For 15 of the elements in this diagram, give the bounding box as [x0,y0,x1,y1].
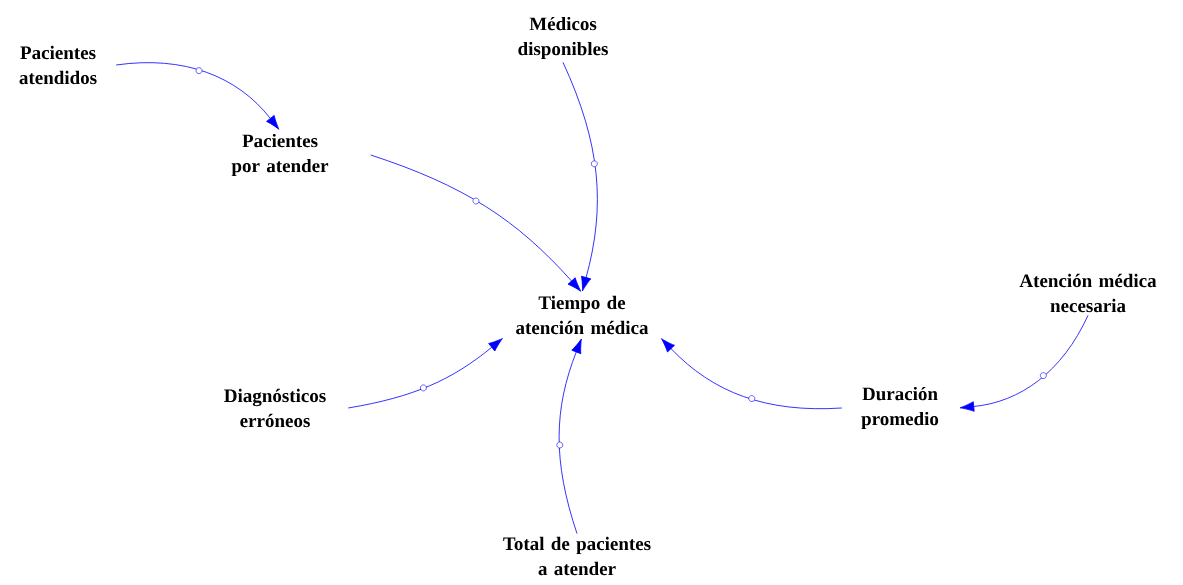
arrow [562,61,598,292]
arrow [661,338,843,410]
variable-label: Pacientes atendidos [19,45,97,85]
arrow [959,315,1089,412]
variable-label: Pacientes por atender [231,133,329,177]
arrow [370,154,582,292]
arrow [347,338,503,409]
variable-label: Duración promedio [861,386,939,430]
arrow [115,62,280,130]
variable-label: Médicos disponibles [518,16,608,60]
arrow [556,338,582,534]
variable-label: Atención médica necesaria [1019,273,1157,313]
variable-label: Diagnósticos erróneos [224,388,326,428]
variable-label: Tiempo de atención médica [516,295,649,335]
variable-label: Total de pacientes a atender [503,536,651,576]
